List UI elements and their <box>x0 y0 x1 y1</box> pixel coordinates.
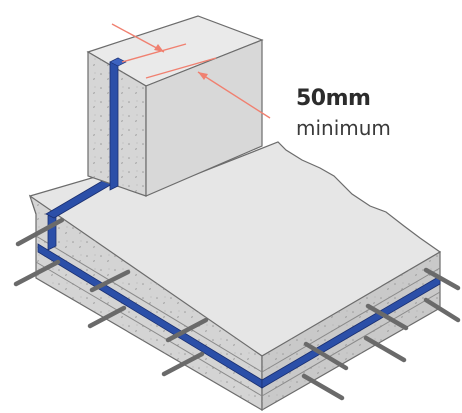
dimension-caption: minimum <box>296 116 391 140</box>
rebar <box>423 297 461 323</box>
rebar <box>161 351 205 377</box>
rebar <box>365 303 409 331</box>
rebar <box>423 267 461 291</box>
membrane-wall-front <box>109 57 119 191</box>
arrowhead <box>154 44 164 52</box>
arrowhead <box>198 72 208 80</box>
dimension-extension-line <box>145 57 217 79</box>
dimension-marker <box>111 23 271 119</box>
waterproof-membrane-slab <box>37 179 441 389</box>
dimension-arrow-line <box>197 71 271 119</box>
dimension-arrow-line <box>111 23 165 53</box>
rebar <box>89 269 131 293</box>
rebar <box>87 305 127 329</box>
rebar <box>165 317 209 343</box>
wall-right-face <box>145 39 263 197</box>
rebars <box>13 217 461 401</box>
membrane-right-band <box>261 275 441 389</box>
rebar <box>303 341 349 371</box>
rebar <box>13 259 61 287</box>
rebar <box>301 373 345 401</box>
dimension-value: 50mm <box>296 86 371 111</box>
membrane-wall-top <box>109 57 127 67</box>
waterproof-membrane-wall <box>109 57 127 191</box>
rebar <box>363 335 407 363</box>
dimension-extension-line <box>121 43 187 63</box>
rebar <box>15 217 65 247</box>
